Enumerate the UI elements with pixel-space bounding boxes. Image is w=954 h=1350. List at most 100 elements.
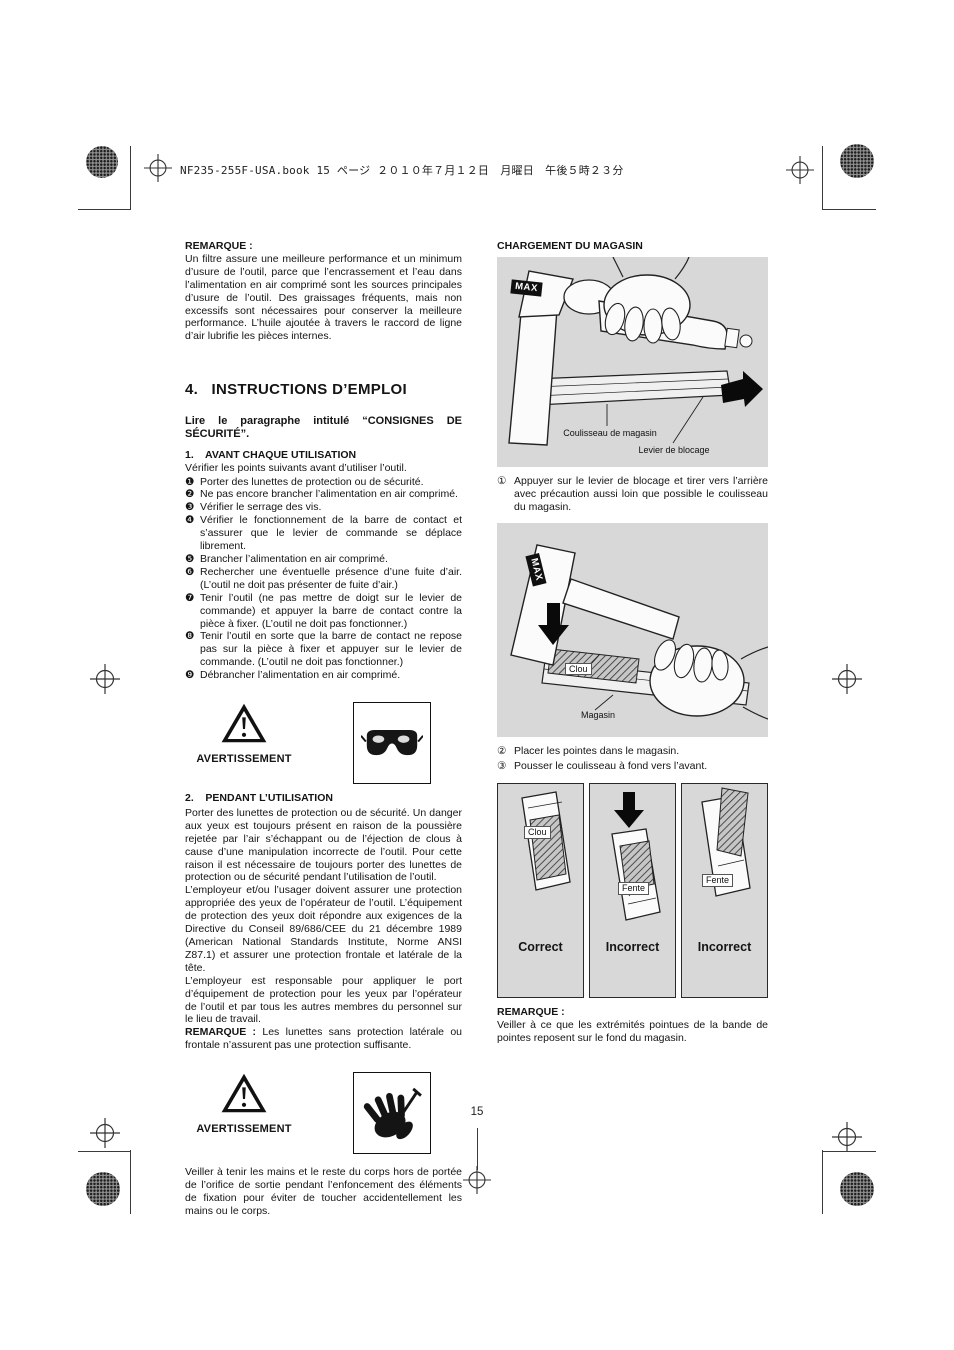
item-text: Tenir l’outil (ne pas mettre de doigt su… <box>200 591 462 630</box>
warning-label: AVERTISSEMENT <box>196 753 292 766</box>
panel-incorrect-1: Fente Incorrect <box>589 783 676 999</box>
note-top-text: Un filtre assure une meilleure performan… <box>185 252 462 343</box>
figure-pull-slide: MAX Coulisseau de magasin Levier de bloc… <box>497 256 768 467</box>
checklist-item: ❾ Débrancher l’alimentation en air compri… <box>185 669 462 682</box>
crosshair-registration-icon <box>463 1166 491 1194</box>
item-text: Brancher l’alimentation en air comprimé. <box>200 552 388 565</box>
crosshair-registration-icon <box>144 154 172 182</box>
note-bottom: REMARQUE : Veiller à ce que les extrémit… <box>497 1006 768 1045</box>
magazine-channel-illustration <box>701 787 751 898</box>
crosshair-registration-icon <box>832 664 862 694</box>
step-text: Appuyer sur le levier de blocage et tire… <box>514 474 768 513</box>
item-number: ❾ <box>185 669 195 682</box>
item-text: Ne pas encore brancher l’alimentation en… <box>200 488 458 501</box>
step-text: Pousser le coulisseau à fond vers l’avan… <box>514 759 708 772</box>
crosshair-registration-icon <box>90 1118 120 1148</box>
halftone-dot-mark <box>86 146 118 178</box>
item-number: ❸ <box>185 501 195 514</box>
crop-mark-line <box>823 1151 876 1152</box>
step-number: ③ <box>497 759 507 772</box>
warning-triangle-icon <box>221 703 267 743</box>
item-number: ❹ <box>185 514 195 527</box>
crop-mark-line <box>822 1150 823 1214</box>
during-use-note: REMARQUE : Les lunettes sans protection … <box>185 1026 462 1052</box>
step-text: Placer les pointes dans le magasin. <box>514 744 680 757</box>
insert-direction-arrow-icon <box>538 602 569 645</box>
panel-correct: Clou Correct <box>497 783 584 999</box>
subheading-before-use: 1. AVANT CHAQUE UTILISATION <box>185 448 357 461</box>
warning-sign: AVERTISSEMENT <box>185 1072 303 1137</box>
section-title: 4. INSTRUCTIONS D’EMPLOI <box>185 381 407 399</box>
checklist-item: ❶ Porter des lunettes de protection ou de… <box>185 476 462 489</box>
note-top: REMARQUE : Un filtre assure une meilleur… <box>185 240 462 343</box>
item-text: Vérifier le serrage des vis. <box>200 501 322 514</box>
safety-goggles-icon <box>361 729 423 755</box>
note-bottom-label: REMARQUE : <box>497 1006 565 1019</box>
warning-sign: AVERTISSEMENT <box>185 702 303 767</box>
down-arrow-icon <box>614 792 644 829</box>
step-number: ② <box>497 744 507 757</box>
subheading-during-use: 2. PENDANT L’UTILISATION <box>185 792 333 805</box>
print-header: NF235-255F-USA.book 15 ページ ２０１０年７月１２日 月曜… <box>180 164 624 177</box>
step-3: ③ Pousser le coulisseau à fond vers l’av… <box>497 760 768 773</box>
item-number: ❼ <box>185 591 195 604</box>
checklist-item: ❼ Tenir l’outil (ne pas mettre de doigt s… <box>185 592 462 631</box>
item-text: Porter des lunettes de protection ou de … <box>200 475 424 488</box>
item-text: Vérifier le fonctionnement de la barre d… <box>200 514 462 553</box>
halftone-dot-mark <box>840 1172 874 1206</box>
item-number: ❽ <box>185 630 195 643</box>
hand-nail-hazard-icon <box>363 1087 422 1140</box>
note-top-label: REMARQUE : <box>185 240 253 252</box>
note-bottom-text: Veiller à ce que les extrémités pointues… <box>497 1019 768 1045</box>
left-column: REMARQUE : Un filtre assure une meilleur… <box>185 240 462 1218</box>
magazine-channel-illustration <box>521 791 571 892</box>
pull-direction-arrow-icon <box>721 370 763 407</box>
label-levier: Levier de blocage <box>638 444 710 455</box>
label-coulisseau: Coulisseau de magasin <box>563 427 657 438</box>
item-text: Tenir l’outil en sorte que la barre de c… <box>200 630 462 669</box>
label-fente: Fente <box>618 882 650 895</box>
crosshair-registration-icon <box>786 156 814 184</box>
checklist-item: ❺ Brancher l’alimentation en air comprimé… <box>185 553 462 566</box>
pre-use-checklist: ❶ Porter des lunettes de protection ou de… <box>185 476 462 683</box>
before-use-lead: Vérifier les points suivants avant d’uti… <box>185 461 407 474</box>
checklist-item: ❸ Vérifier le serrage des vis. <box>185 501 462 514</box>
item-text: Débrancher l’alimentation en air comprim… <box>200 669 401 682</box>
crop-mark-line <box>130 146 131 210</box>
max-logo: MAX <box>510 279 543 297</box>
halftone-dot-mark <box>840 144 874 178</box>
label-clou: Clou <box>524 826 551 839</box>
caption-correct: Correct <box>518 940 563 955</box>
item-number: ❺ <box>185 552 195 565</box>
nailer-illustration <box>497 522 769 737</box>
crop-mark-line <box>130 1150 131 1214</box>
checklist-item: ❹ Vérifier le fonctionnement de la barre … <box>185 514 462 553</box>
right-column: CHARGEMENT DU MAGASIN <box>497 240 769 1045</box>
warning-block-goggles: AVERTISSEMENT <box>185 702 462 785</box>
closing-text: Veiller à tenir les mains et le reste du… <box>185 1166 462 1217</box>
label-magasin: Magasin <box>580 709 616 720</box>
halftone-dot-mark <box>86 1172 120 1206</box>
item-number: ❶ <box>185 475 195 488</box>
warning-label: AVERTISSEMENT <box>196 1123 292 1136</box>
during-use-note-text: Les lunettes sans protection latérale ou… <box>185 1026 463 1052</box>
intro-text: Lire le paragraphe intitulé “CONSIGNES D… <box>185 414 462 441</box>
step-1: ① Appuyer sur le levier de blocage et ti… <box>497 475 768 514</box>
crop-mark-line <box>822 209 876 210</box>
crosshair-registration-icon <box>832 1122 862 1152</box>
panel-incorrect-2: Fente Incorrect <box>681 783 768 999</box>
checklist-item: ❽ Tenir l’outil en sorte que la barre de … <box>185 630 462 669</box>
hand-hazard-pictogram-box <box>353 1072 431 1155</box>
warning-block-hand: AVERTISSEMENT <box>185 1072 462 1155</box>
page-number: 15 <box>470 1106 484 1118</box>
during-use-note-label: REMARQUE : <box>185 1026 257 1039</box>
during-use-text: Porter des lunettes de protection ou de … <box>185 806 462 1026</box>
step-number: ① <box>497 474 507 487</box>
caption-incorrect-2: Incorrect <box>697 940 752 955</box>
goggles-pictogram-box <box>353 702 431 785</box>
caption-incorrect-1: Incorrect <box>605 940 660 955</box>
label-fente: Fente <box>702 874 734 887</box>
